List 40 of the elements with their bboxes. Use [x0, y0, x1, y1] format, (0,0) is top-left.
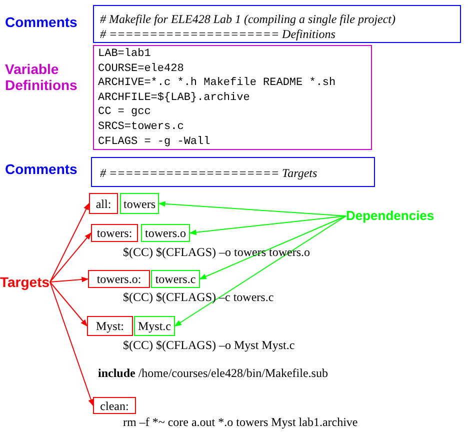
command-line: rm –f *~ core a.out *.o towers Myst lab1.archive: [123, 414, 358, 431]
arrow: [50, 276, 89, 282]
callout-label: Dependencies: [346, 207, 442, 225]
arrow: [199, 216, 346, 280]
code-line: ARCHFILE=${LAB}.archive: [98, 90, 251, 106]
section-label: Variable Definitions: [5, 61, 78, 93]
arrow: [189, 216, 346, 236]
command-line: $(CC) $(CFLAGS) –c towers.c: [123, 289, 274, 306]
target-box: all:: [89, 193, 118, 214]
target-box: towers:: [91, 224, 138, 242]
code-line: LAB=lab1: [98, 47, 152, 62]
target-box: towers.o:: [88, 270, 150, 288]
comment-text: # Makefile for ELE428 Lab 1 (compiling a single file project): [100, 12, 397, 27]
code-line: CC = gcc: [98, 105, 152, 120]
code-line: COURSE=ele428: [98, 62, 185, 76]
target-box: Myst:: [87, 316, 133, 336]
target-box: clean:: [93, 397, 136, 414]
command-line: $(CC) $(CFLAGS) –o Myst Myst.c: [123, 337, 295, 354]
dependency-box: towers: [120, 193, 159, 214]
comment-text: # ===================== Definitions: [100, 27, 336, 42]
code-line: CFLAGS = -g -Wall: [98, 134, 212, 150]
arrow: [50, 232, 92, 282]
dependency-box: towers.o: [141, 224, 190, 242]
definitions-box: [93, 45, 372, 150]
code-line: SRCS=towers.c: [98, 120, 185, 135]
arrow: [174, 216, 346, 326]
section-label: Comments: [5, 13, 78, 32]
comment-text: # ===================== Targets: [100, 165, 318, 182]
comment-box: [91, 157, 375, 187]
code-line: ARCHIVE=*.c *.h Makefile README *.sh: [98, 76, 337, 91]
arrow: [158, 201, 346, 216]
dependency-box: towers.c: [151, 270, 200, 288]
callout-label: Targets: [0, 273, 50, 291]
dependency-box: Myst.c: [134, 316, 175, 336]
section-label: Comments: [5, 160, 78, 179]
arrow: [50, 282, 94, 406]
comment-box: [93, 5, 461, 43]
include-line: include /home/courses/ele428/bin/Makefile.sub: [98, 365, 328, 382]
arrow: [50, 202, 90, 282]
arrow: [50, 282, 88, 327]
